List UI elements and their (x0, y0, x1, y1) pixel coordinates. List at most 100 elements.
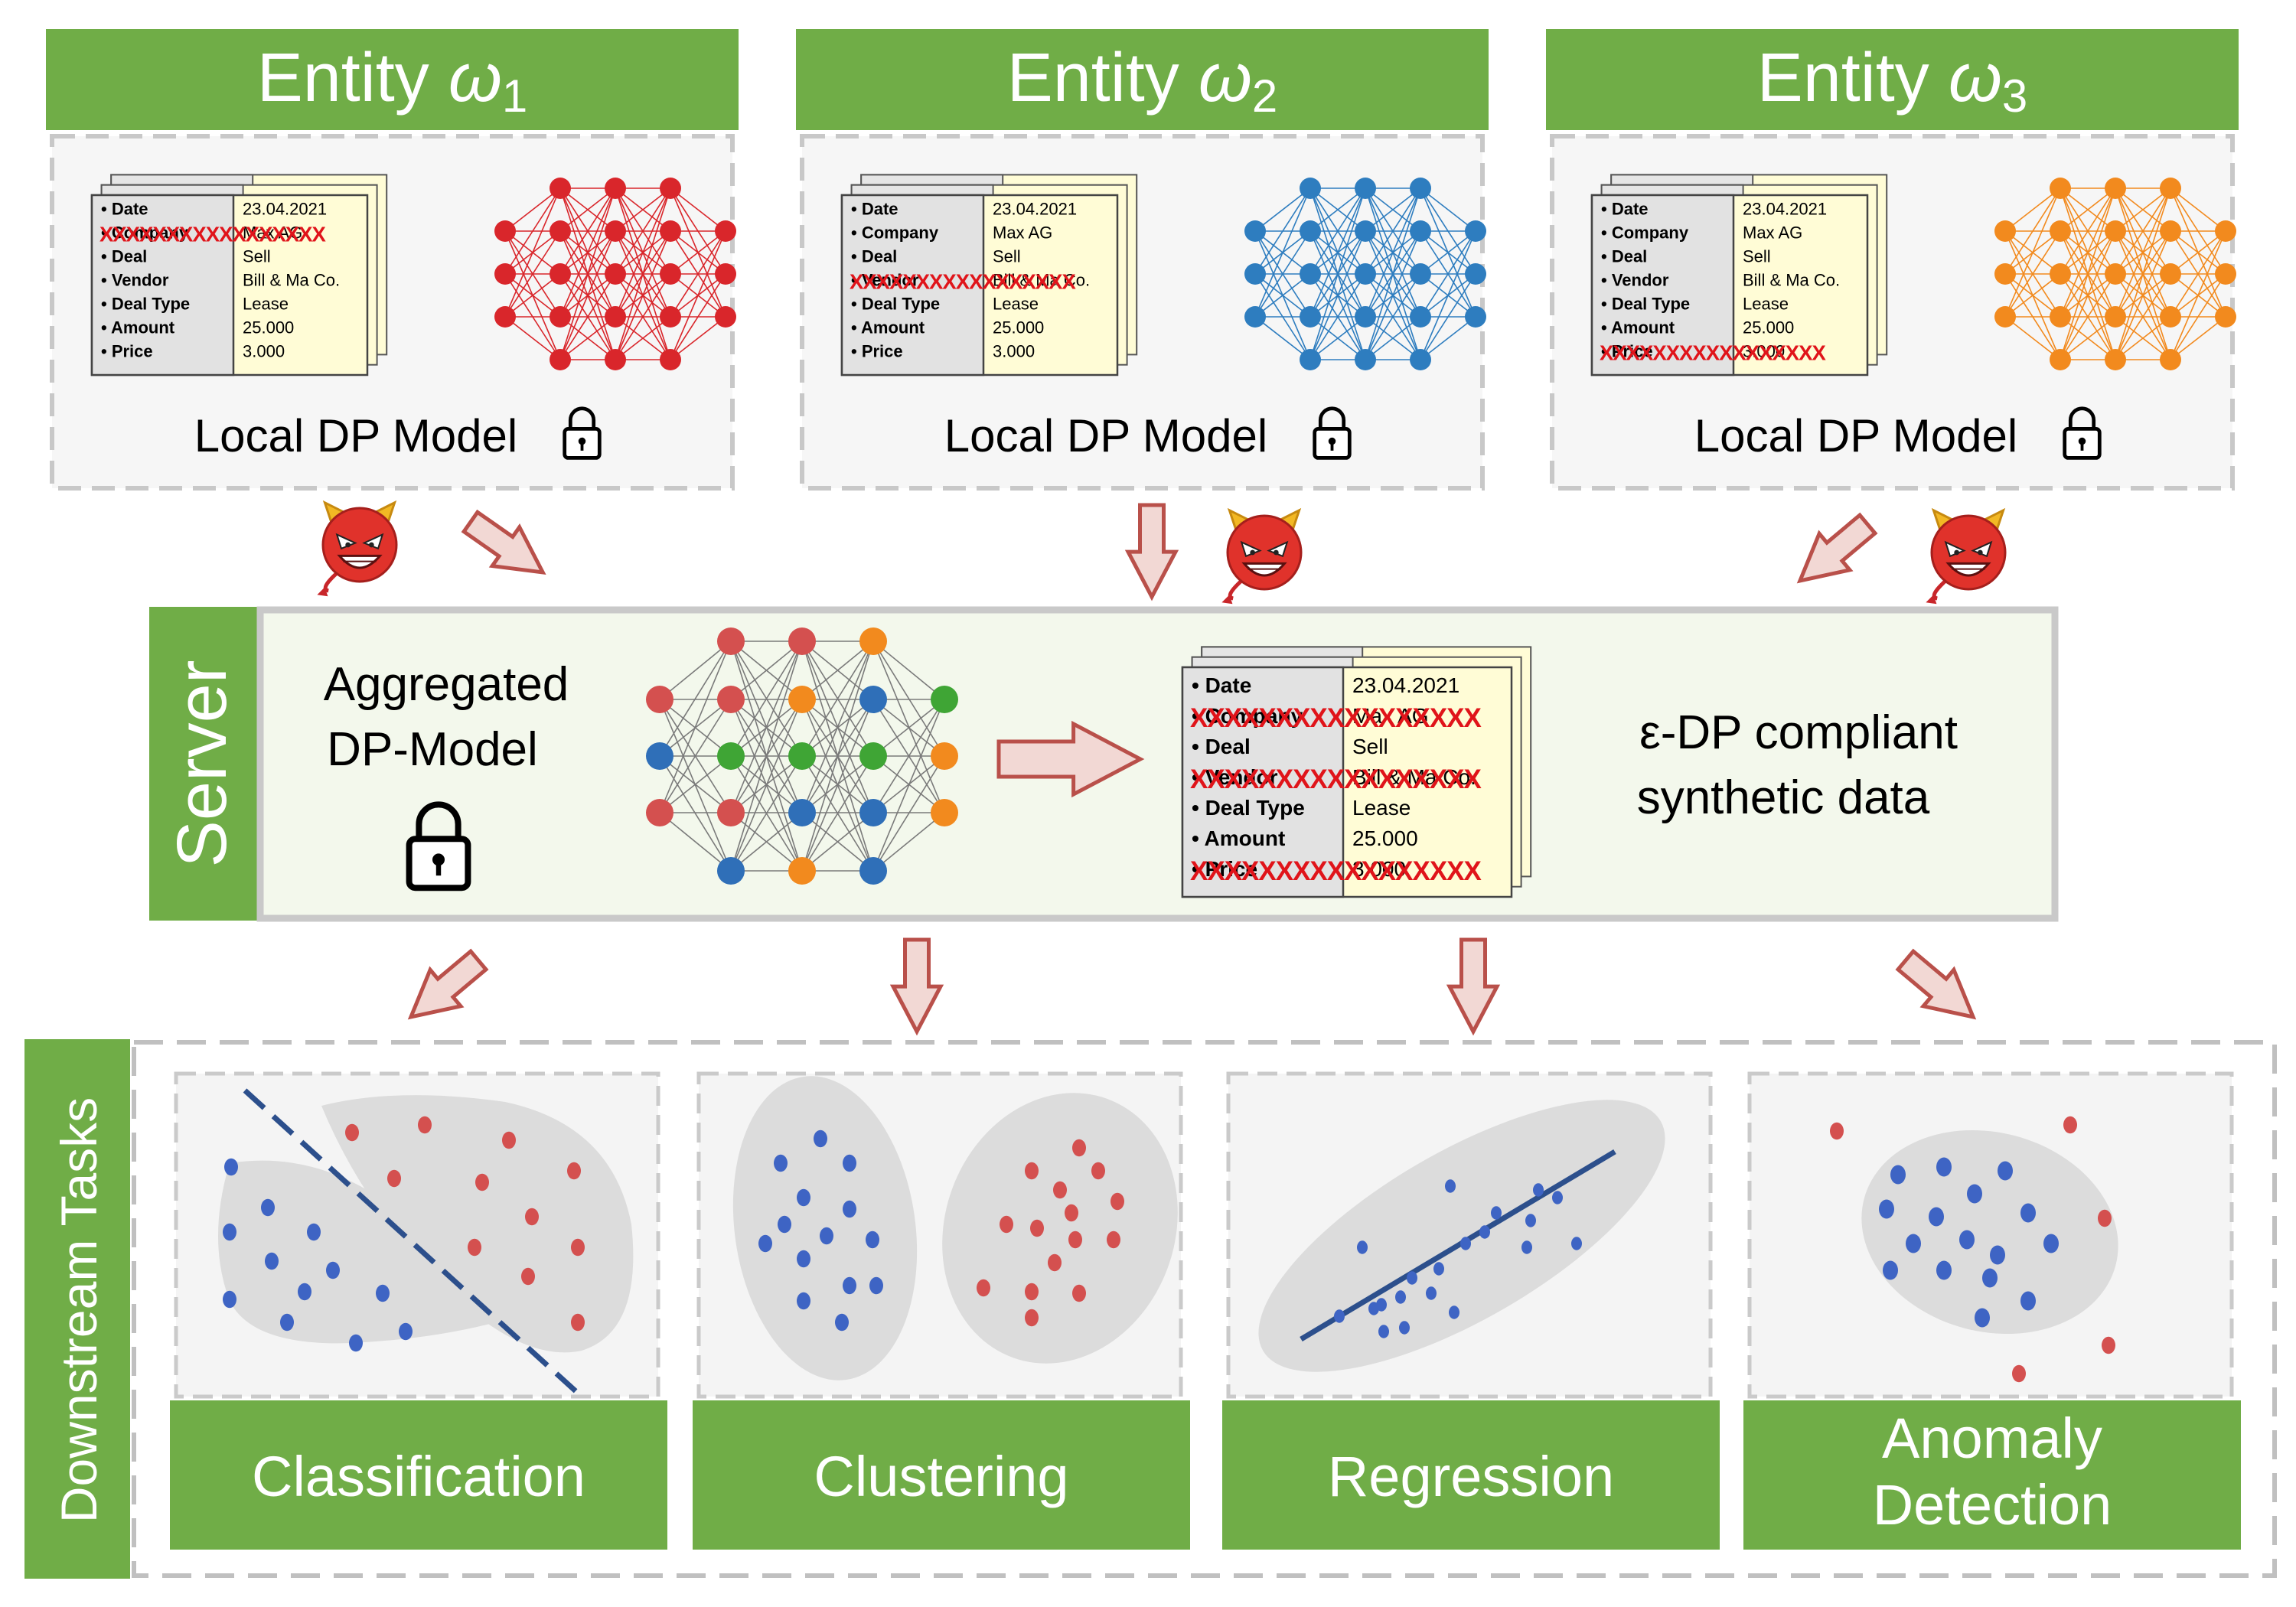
data-point (1025, 1309, 1039, 1327)
local-model-label: Local DP Model (1694, 410, 2017, 461)
block-arrow (1446, 937, 1501, 1036)
data-point (1072, 1139, 1086, 1157)
redaction-mark: XXXXXXXXXXXXXXXXX (1190, 703, 1482, 733)
aggregated-neural-network (646, 627, 958, 885)
data-point (1000, 1215, 1013, 1234)
nn-node (1994, 306, 2016, 328)
data-point (1110, 1192, 1124, 1211)
data-point (1521, 1240, 1532, 1254)
data-point (1906, 1234, 1921, 1253)
nn-node (1410, 263, 1431, 285)
nn-node (660, 306, 681, 328)
entity-title: Entity ω3 (1757, 40, 2028, 122)
nn-node (550, 306, 571, 328)
data-point (843, 1154, 856, 1172)
data-point (2020, 1203, 2036, 1223)
nn-node (2160, 349, 2181, 370)
nn-node (1410, 178, 1431, 199)
record-field-value: Lease (1352, 796, 1411, 820)
data-point (797, 1250, 810, 1268)
task-classification: Classification (170, 1071, 667, 1550)
entity-title: Entity ω1 (257, 40, 528, 122)
data-point (307, 1223, 321, 1241)
nn-node (550, 349, 571, 370)
record-field-label: • Date (1192, 673, 1251, 697)
nn-node (2050, 306, 2071, 328)
record-field-label: • Price (1192, 857, 1257, 881)
downstream-label-bar (24, 1039, 130, 1579)
data-point (475, 1173, 489, 1191)
entity-header (46, 29, 739, 130)
nn-node (1410, 349, 1431, 370)
data-point (1091, 1162, 1105, 1180)
padlock-icon (2063, 406, 2102, 460)
task-label-box (693, 1400, 1190, 1550)
redaction-mark: XXXXXXXXXXXXXXXXX (1190, 764, 1482, 794)
record-field-value: 25.000 (993, 318, 1044, 337)
nn-node (605, 263, 626, 285)
record-field-label: • Deal Type (1192, 796, 1305, 820)
synthetic-data-label-2: synthetic data (1637, 771, 1930, 824)
entity-title: Entity ω2 (1007, 40, 1278, 122)
record-field-label: • Vendor (101, 270, 169, 289)
data-point (1068, 1231, 1082, 1249)
record-field-value: Lease (993, 294, 1039, 313)
data-point (797, 1188, 810, 1207)
data-point (1491, 1206, 1502, 1220)
data-point (1982, 1268, 1998, 1288)
data-point (1445, 1179, 1456, 1193)
data-point (843, 1200, 856, 1218)
synthetic-data-label-1: ε-DP compliant (1639, 706, 1958, 759)
block-arrow (407, 948, 489, 1020)
nn-node (494, 220, 516, 242)
nn-node (2050, 220, 2071, 242)
nn-node (660, 349, 681, 370)
nn-node (859, 799, 887, 826)
data-point (2012, 1364, 2026, 1383)
data-point (224, 1158, 238, 1176)
data-point (1998, 1161, 2013, 1181)
data-point (1395, 1290, 1406, 1304)
data-point (280, 1313, 294, 1332)
nn-node (646, 799, 673, 826)
data-point (1378, 1325, 1389, 1338)
devil-emoji-icon (317, 500, 398, 597)
data-point (1407, 1271, 1417, 1285)
record-field-value: Bill & Ma Co. (243, 270, 340, 289)
nn-node (550, 263, 571, 285)
record-field-label: • Date (1601, 199, 1649, 218)
data-point (866, 1231, 879, 1249)
padlock-icon (406, 801, 471, 892)
nn-node (1300, 349, 1321, 370)
data-point (1449, 1305, 1459, 1319)
nn-node (2160, 306, 2181, 328)
nn-node (1465, 263, 1486, 285)
regression-line (1300, 1149, 1616, 1342)
nn-node (1355, 178, 1376, 199)
nn-node (550, 220, 571, 242)
record-field-label: • Date (101, 199, 148, 218)
record-field-value: Bill & Ma Co. (1743, 270, 1840, 289)
data-point (1357, 1240, 1368, 1254)
server-label: Server (163, 660, 241, 868)
nn-node (2105, 349, 2126, 370)
task-label-box (170, 1400, 667, 1550)
data-point (774, 1154, 788, 1172)
nn-node (646, 742, 673, 770)
data-point (1990, 1245, 2005, 1265)
data-point (223, 1290, 236, 1309)
data-point (869, 1276, 883, 1295)
record-field-label: • Vendor (1192, 765, 1278, 789)
data-point (1368, 1302, 1379, 1315)
record-field-value: 23.04.2021 (1352, 673, 1459, 697)
nn-node (1465, 306, 1486, 328)
record-field-value: 25.000 (1352, 826, 1418, 850)
nn-node (1244, 263, 1266, 285)
redaction-mark: XXXXXXXXXXXXXXXXX (1190, 856, 1482, 886)
nn-node (717, 857, 745, 885)
data-point (1552, 1191, 1563, 1204)
block-arrow (1796, 512, 1878, 584)
nn-node (788, 799, 816, 826)
